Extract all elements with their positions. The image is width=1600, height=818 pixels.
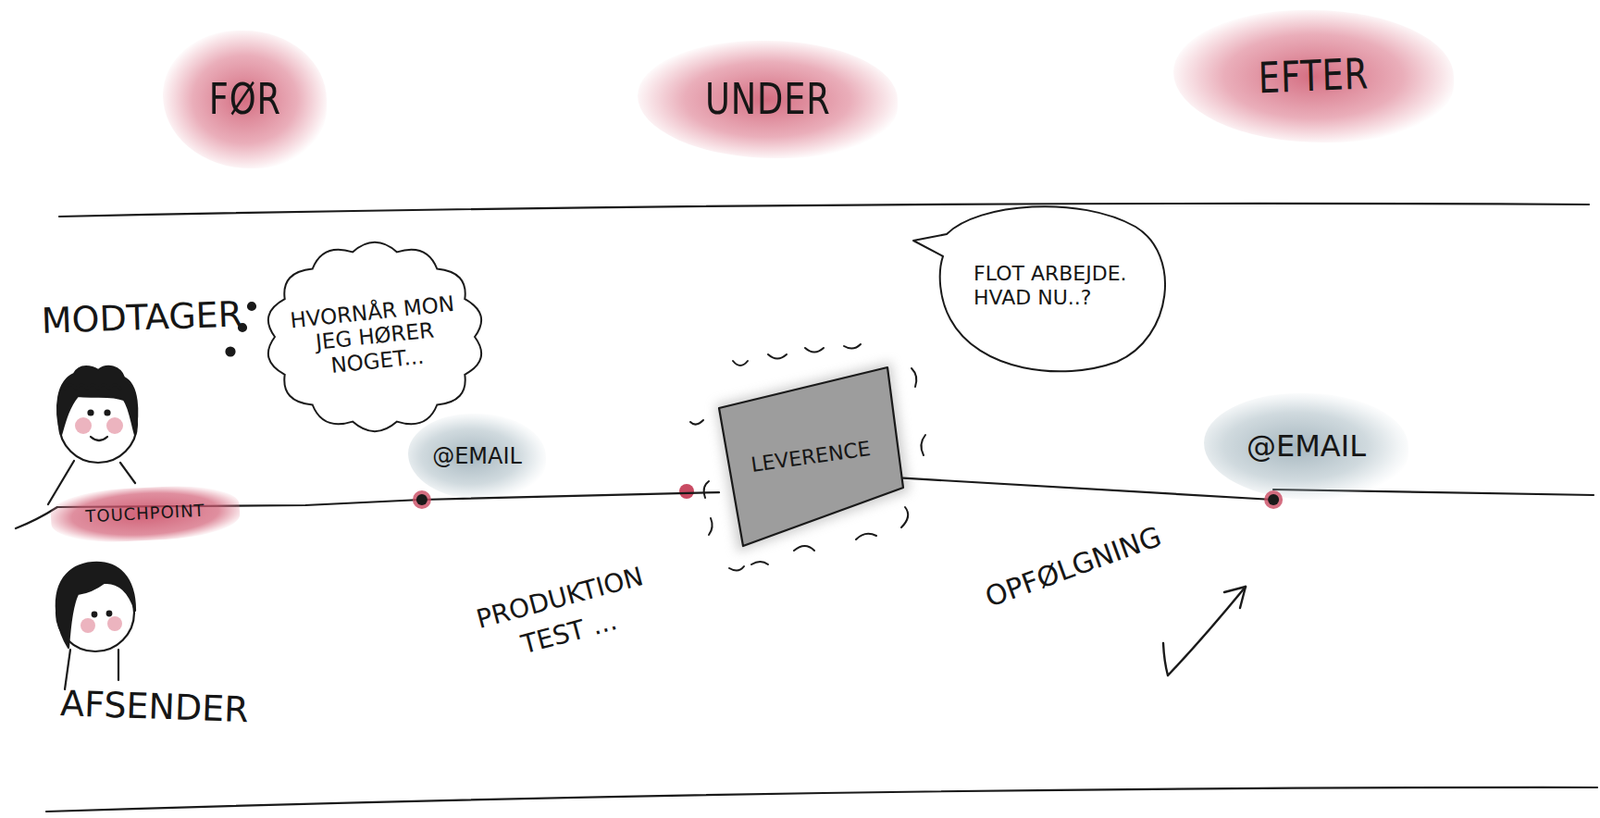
- thought-dot: [226, 347, 236, 357]
- activity-note: OPFØLGNING: [980, 500, 1218, 614]
- bottom-rule: [46, 787, 1598, 812]
- receiver-person: [48, 366, 137, 505]
- phase-header-text: EFTER: [1257, 49, 1369, 103]
- sender-person: [56, 562, 136, 690]
- role-label: MODTAGER: [40, 293, 246, 342]
- email-blob-text: @EMAIL: [1246, 429, 1366, 464]
- email-blob-text: @EMAIL: [432, 444, 522, 471]
- thought-cloud: HVORNÅR MON JEG HØRER NOGET...: [260, 235, 490, 439]
- phase-header: UNDER: [637, 40, 898, 159]
- phase-header: FØR: [162, 30, 327, 169]
- delivery-wiggles: [690, 344, 926, 571]
- activity-note: PRODUKTION TEST ...: [458, 554, 670, 676]
- email-blob: @EMAIL: [1203, 393, 1409, 500]
- touchpoint-halo: [1264, 490, 1283, 509]
- touchpoint-halo: [412, 490, 432, 509]
- delivery-box: LEVERENCE: [719, 367, 904, 546]
- touchpoint-dot: [1267, 494, 1279, 506]
- timeline-connector: [421, 492, 720, 500]
- touchpoint-band: TOUCHPOINT: [49, 483, 242, 546]
- role-label: AFSENDER: [59, 682, 264, 732]
- top-rule: [59, 203, 1589, 217]
- email-blob: @EMAIL: [408, 413, 546, 500]
- phase-header-text: FØR: [208, 74, 281, 125]
- speech-bubble-text: FLOT ARBEJDE. HVAD NU..?: [973, 261, 1131, 310]
- followup-arrow: [1163, 586, 1246, 676]
- phase-header: EFTER: [1173, 10, 1454, 143]
- touchpoint-dot: [679, 483, 695, 499]
- timeline-connector: [903, 478, 1274, 500]
- speech-bubble: FLOT ARBEJDE. HVAD NU..?: [913, 198, 1169, 373]
- touchpoint-band-text: TOUCHPOINT: [85, 501, 206, 527]
- phase-header-text: UNDER: [705, 74, 832, 125]
- touchpoint-dot: [416, 494, 428, 506]
- thought-dot: [248, 302, 256, 311]
